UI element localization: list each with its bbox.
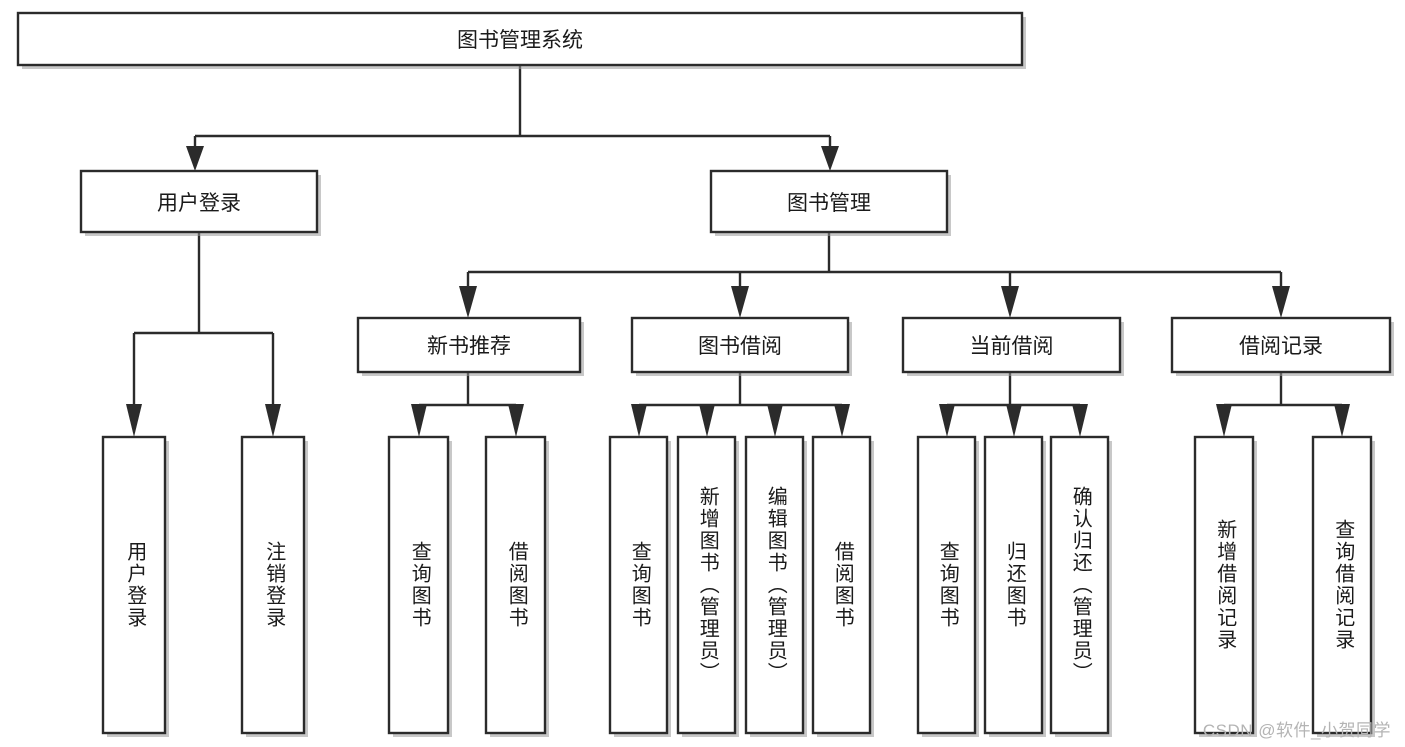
leaf-5-1-box[interactable] <box>1193 435 1255 735</box>
arrow-bm-to-record <box>1272 286 1290 318</box>
leaf-1-1-box[interactable] <box>101 435 167 735</box>
arrow-record-to-leaf2 <box>1334 404 1350 437</box>
arrow-bm-to-borrow <box>731 286 749 318</box>
arrow-newbook-to-leaf2 <box>508 404 524 437</box>
leaf-4-1-box[interactable] <box>916 435 977 735</box>
arrow-current-to-leaf2 <box>1006 404 1022 437</box>
arrow-borrow-to-leaf2 <box>699 404 715 437</box>
leaf-5-2-box[interactable] <box>1311 435 1373 735</box>
leaf-3-1-box[interactable] <box>608 435 669 735</box>
arrow-borrow-to-leaf4 <box>834 404 850 437</box>
new-book-rec-node-box[interactable] <box>356 316 582 374</box>
borrow-record-node-box[interactable] <box>1170 316 1392 374</box>
arrow-userlogin-to-leaf2 <box>265 404 281 437</box>
leaf-2-1-box[interactable] <box>387 435 450 735</box>
arrow-current-to-leaf1 <box>939 404 955 437</box>
leaf-1-2-box[interactable] <box>240 435 306 735</box>
leaf-4-3-box[interactable] <box>1049 435 1110 735</box>
current-borrow-node-box[interactable] <box>901 316 1122 374</box>
user-login-node-box[interactable] <box>79 169 319 234</box>
node-layer <box>16 11 1394 737</box>
arrow-record-to-leaf1 <box>1216 404 1232 437</box>
leaf-3-3-box[interactable] <box>744 435 805 735</box>
arrow-root-to-book-manage <box>821 146 839 171</box>
leaf-2-2-box[interactable] <box>484 435 547 735</box>
arrow-bm-to-newbook <box>459 286 477 318</box>
leaf-3-2-box[interactable] <box>676 435 737 735</box>
arrow-borrow-to-leaf3 <box>767 404 783 437</box>
arrow-borrow-to-leaf1 <box>631 404 647 437</box>
connector-layer <box>126 65 1350 437</box>
arrow-bm-to-current <box>1001 286 1019 318</box>
leaf-3-4-box[interactable] <box>811 435 872 735</box>
book-borrow-node-box[interactable] <box>630 316 850 374</box>
arrow-current-to-leaf3 <box>1072 404 1088 437</box>
book-manage-node-box[interactable] <box>709 169 949 234</box>
arrow-root-to-user-login <box>186 146 204 171</box>
arrow-userlogin-to-leaf1 <box>126 404 142 437</box>
leaf-4-2-box[interactable] <box>983 435 1044 735</box>
arrow-newbook-to-leaf1 <box>411 404 427 437</box>
root-node-box[interactable] <box>16 11 1024 67</box>
